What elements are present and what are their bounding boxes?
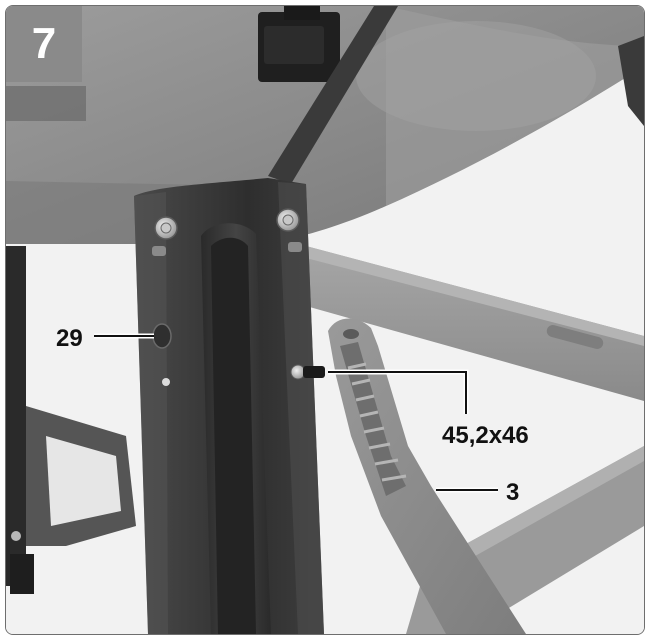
- screw: [290, 364, 325, 380]
- step-number: 7: [31, 19, 57, 68]
- assembly-photo: 29 45,2x46 3: [6, 6, 644, 634]
- cross-brace: [306, 246, 644, 401]
- illustration-frame: 29 45,2x46 3 7: [5, 5, 645, 635]
- bolt-left: [152, 216, 178, 256]
- bolt-right: [276, 208, 302, 252]
- step-number-badge: 7: [6, 6, 82, 82]
- callout-screw: 45,2x46: [442, 422, 529, 449]
- leg-hole: [152, 323, 172, 349]
- diagonal-strut: [268, 6, 398, 184]
- callout-3: 3: [506, 479, 519, 506]
- lever: [328, 318, 526, 634]
- callout-29: 29: [56, 325, 83, 352]
